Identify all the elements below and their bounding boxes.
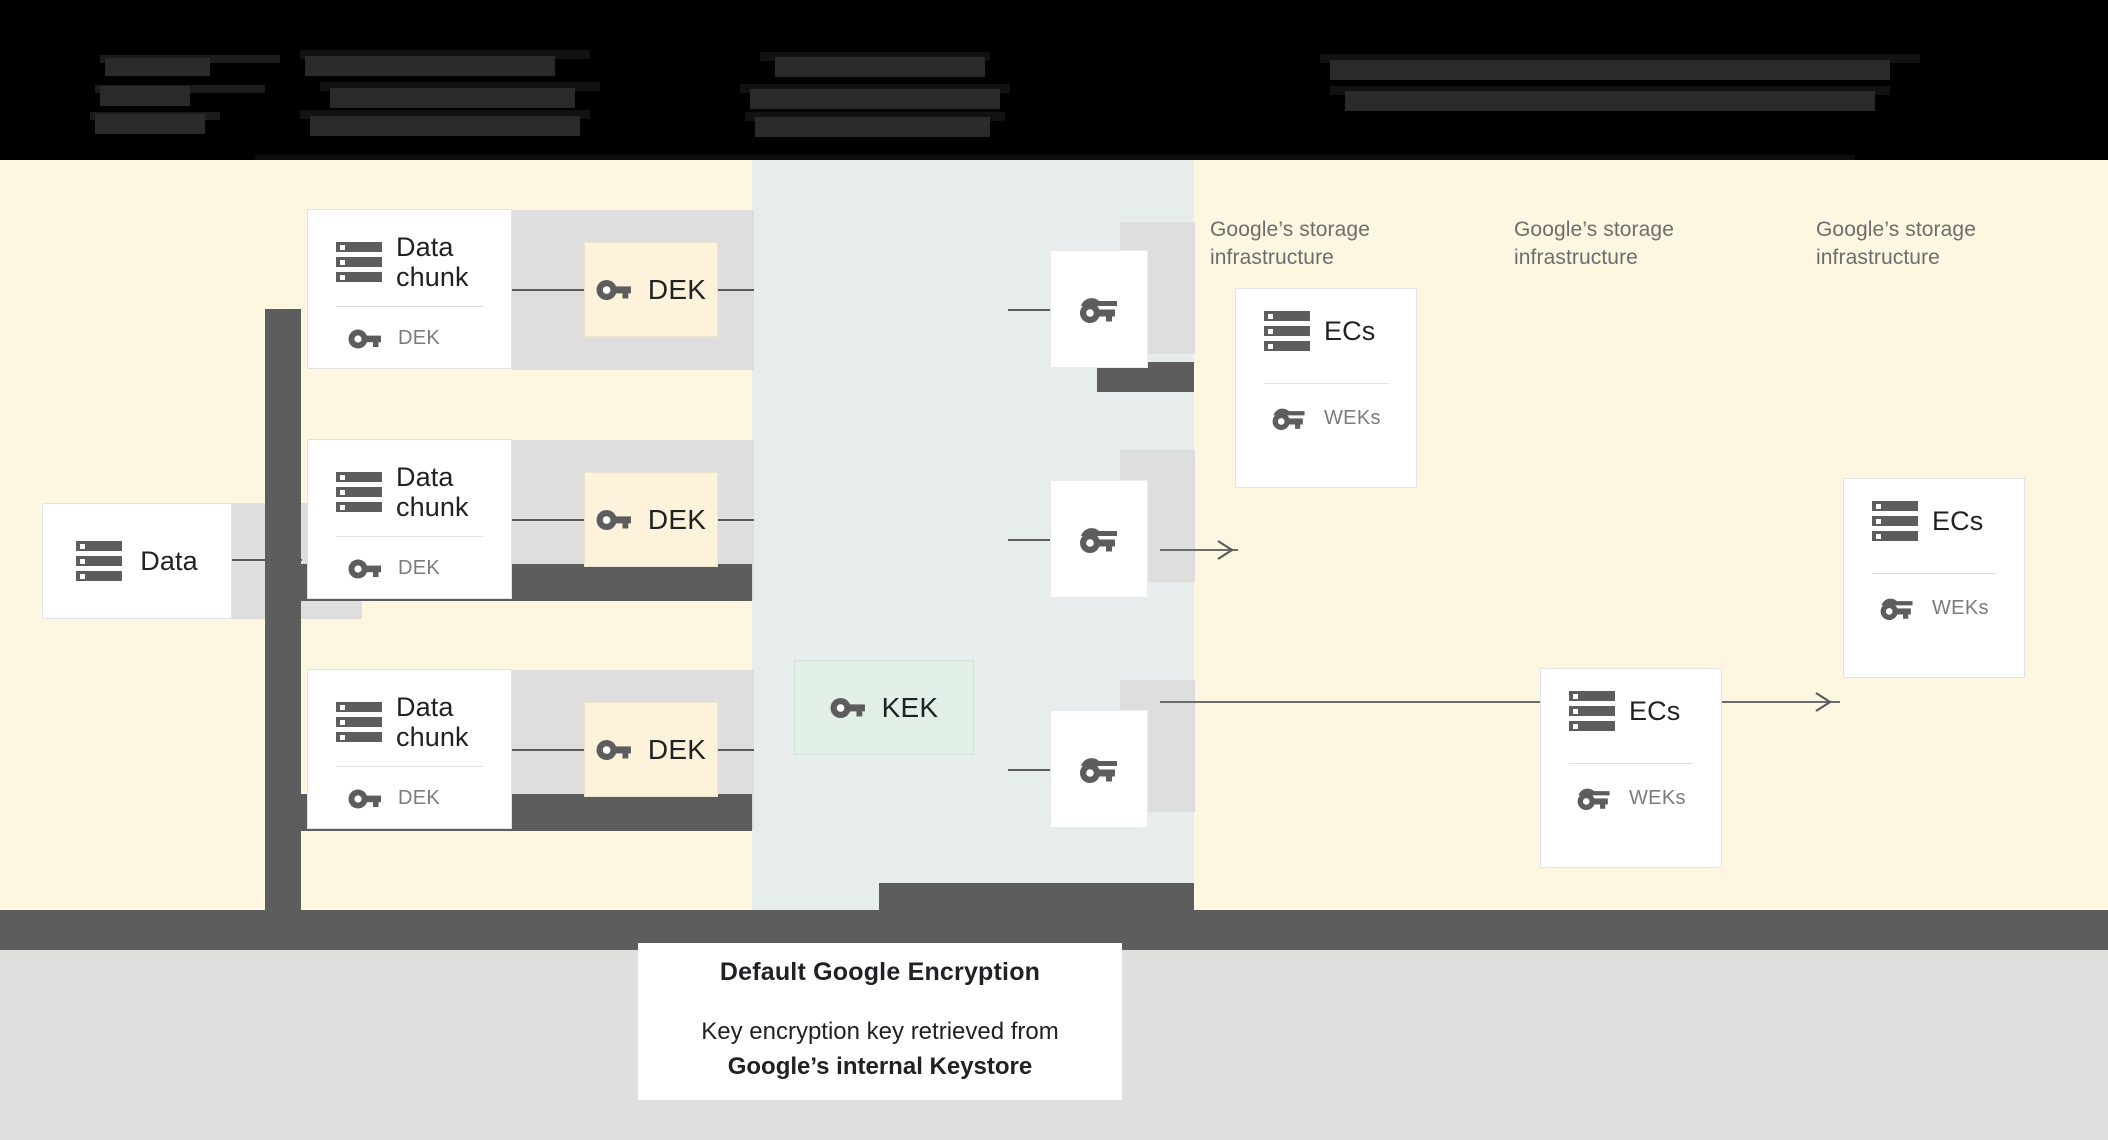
connector-chunk2-to-dek <box>512 519 584 521</box>
kek-label: KEK <box>881 691 939 723</box>
server-stack-icon <box>1569 691 1615 731</box>
wrapped-key-box[interactable] <box>1050 480 1148 598</box>
wrapped-key-icon <box>1080 528 1117 553</box>
wrapped-key-icon <box>1080 758 1117 783</box>
infra-label: Google’s storage infrastructure <box>1514 218 1674 270</box>
key-icon <box>348 559 381 579</box>
wrapped-key-icon <box>1080 298 1117 323</box>
connector-dek2-right <box>718 519 754 521</box>
connector-dek3-right <box>718 749 754 751</box>
data-chunk-card[interactable]: Data chunk DEK <box>307 669 512 829</box>
key-icon <box>830 697 865 718</box>
ec-key-label: WEKs <box>1324 406 1381 429</box>
card-divider <box>1569 763 1693 764</box>
ec-card[interactable]: ECs WEKs <box>1235 288 1417 488</box>
diagram-canvas: Data Data chunk DEK Data chunk <box>0 160 2108 940</box>
card-divider <box>336 766 483 768</box>
caption-heading: Default Google Encryption <box>719 958 1041 987</box>
card-divider <box>1872 573 1996 574</box>
data-box[interactable]: Data <box>42 503 232 619</box>
data-chunk-title: Data chunk <box>396 692 469 753</box>
dek-box[interactable]: DEK <box>584 242 718 337</box>
dek-label: DEK <box>647 273 707 305</box>
data-chunk-key-label: DEK <box>398 787 441 810</box>
data-chunk-card[interactable]: Data chunk DEK <box>307 209 512 369</box>
ec-title: ECs <box>1629 695 1681 726</box>
server-stack-icon <box>336 472 382 513</box>
connector-to-wkey3 <box>1008 769 1050 771</box>
arrow-head-ec2 <box>1815 692 1833 712</box>
data-chunk-key-label: DEK <box>398 557 441 580</box>
server-stack-icon <box>1872 501 1918 541</box>
caption-box: Default Google Encryption Key encryption… <box>638 943 1122 1100</box>
key-icon <box>596 509 631 530</box>
ec-key-label: WEKs <box>1932 596 1989 619</box>
kek-box[interactable]: KEK <box>794 660 974 755</box>
ec-title: ECs <box>1932 505 1984 536</box>
key-icon <box>348 789 381 809</box>
arrow-head-ec1 <box>1217 540 1235 560</box>
ec-title: ECs <box>1324 315 1376 346</box>
card-divider <box>1264 383 1388 384</box>
wrapped-key-box[interactable] <box>1050 710 1148 828</box>
arrow-line-to-ec2 <box>1160 701 1840 703</box>
data-chunk-card[interactable]: Data chunk DEK <box>307 439 512 599</box>
connector-dek1-right <box>718 289 754 291</box>
dek-box[interactable]: DEK <box>584 702 718 797</box>
server-stack-icon <box>76 541 123 581</box>
server-stack-icon <box>1264 311 1310 351</box>
key-icon <box>596 739 631 760</box>
dek-box[interactable]: DEK <box>584 472 718 567</box>
obscured-top-banner <box>0 0 2108 165</box>
wrapped-key-icon <box>1577 788 1610 811</box>
ec-card[interactable]: ECs WEKs <box>1540 668 1722 868</box>
grey-bar-bottom-mid <box>879 883 1194 910</box>
infra-label: Google’s storage infrastructure <box>1816 218 1976 270</box>
server-stack-icon <box>336 242 382 283</box>
wrapped-key-icon <box>1880 598 1913 621</box>
data-box-label: Data <box>140 545 198 576</box>
key-icon <box>596 279 631 300</box>
card-divider <box>336 536 483 538</box>
wrapped-key-icon <box>1272 408 1305 431</box>
connector-data-to-chunk <box>232 559 302 561</box>
data-chunk-key-label: DEK <box>398 327 441 350</box>
arrow-line-to-ec1 <box>1160 549 1238 551</box>
connector-chunk1-to-dek <box>512 289 584 291</box>
server-stack-icon <box>336 702 382 743</box>
card-divider <box>336 306 483 308</box>
ec-key-label: WEKs <box>1629 786 1686 809</box>
caption-body-line1: Key encryption key retrieved from <box>701 1018 1059 1046</box>
dek-label: DEK <box>647 733 707 765</box>
connector-to-wkey2 <box>1008 539 1050 541</box>
data-chunk-title: Data chunk <box>396 232 469 293</box>
caption-body: Key encryption key retrieved from Google… <box>701 1015 1058 1085</box>
caption-body-line2: Google’s internal Keystore <box>727 1053 1033 1080</box>
dek-label: DEK <box>647 503 707 535</box>
data-chunk-title: Data chunk <box>396 462 469 523</box>
ec-card[interactable]: ECs WEKs <box>1843 478 2025 678</box>
connector-chunk3-to-dek <box>512 749 584 751</box>
wrapped-key-box[interactable] <box>1050 250 1148 368</box>
key-icon <box>348 329 381 349</box>
infra-label: Google’s storage infrastructure <box>1210 218 1370 270</box>
grey-bar-vertical-left <box>265 309 301 929</box>
connector-to-wkey1 <box>1008 309 1050 311</box>
